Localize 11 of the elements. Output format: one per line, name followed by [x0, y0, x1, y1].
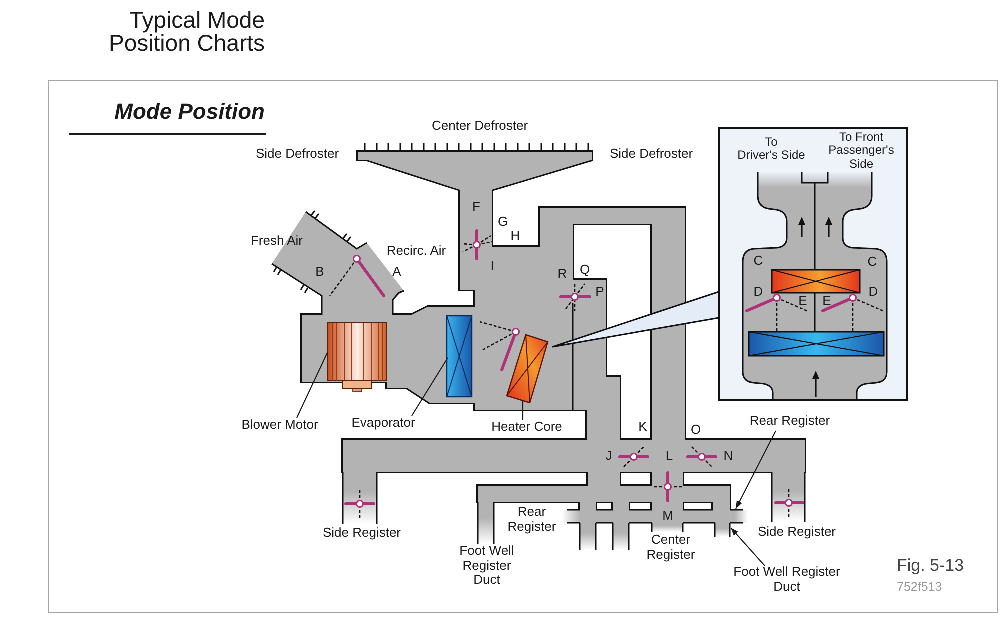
part-label: Foot Well Register Duct — [459, 544, 515, 588]
door-letter: D — [868, 285, 879, 300]
image-code: 752f513 — [897, 580, 944, 594]
door-letter: E — [822, 294, 832, 309]
part-label: Foot Well Register Duct — [733, 565, 841, 594]
section-heading: Mode Position — [114, 100, 265, 125]
airflow-label: To Front Passenger's Side — [828, 131, 895, 172]
part-label: Center Defroster — [431, 119, 529, 134]
door-letter: C — [867, 255, 878, 270]
page-title: Typical Mode Position Charts — [108, 9, 265, 55]
figure-number: Fig. 5-13 — [897, 556, 966, 576]
